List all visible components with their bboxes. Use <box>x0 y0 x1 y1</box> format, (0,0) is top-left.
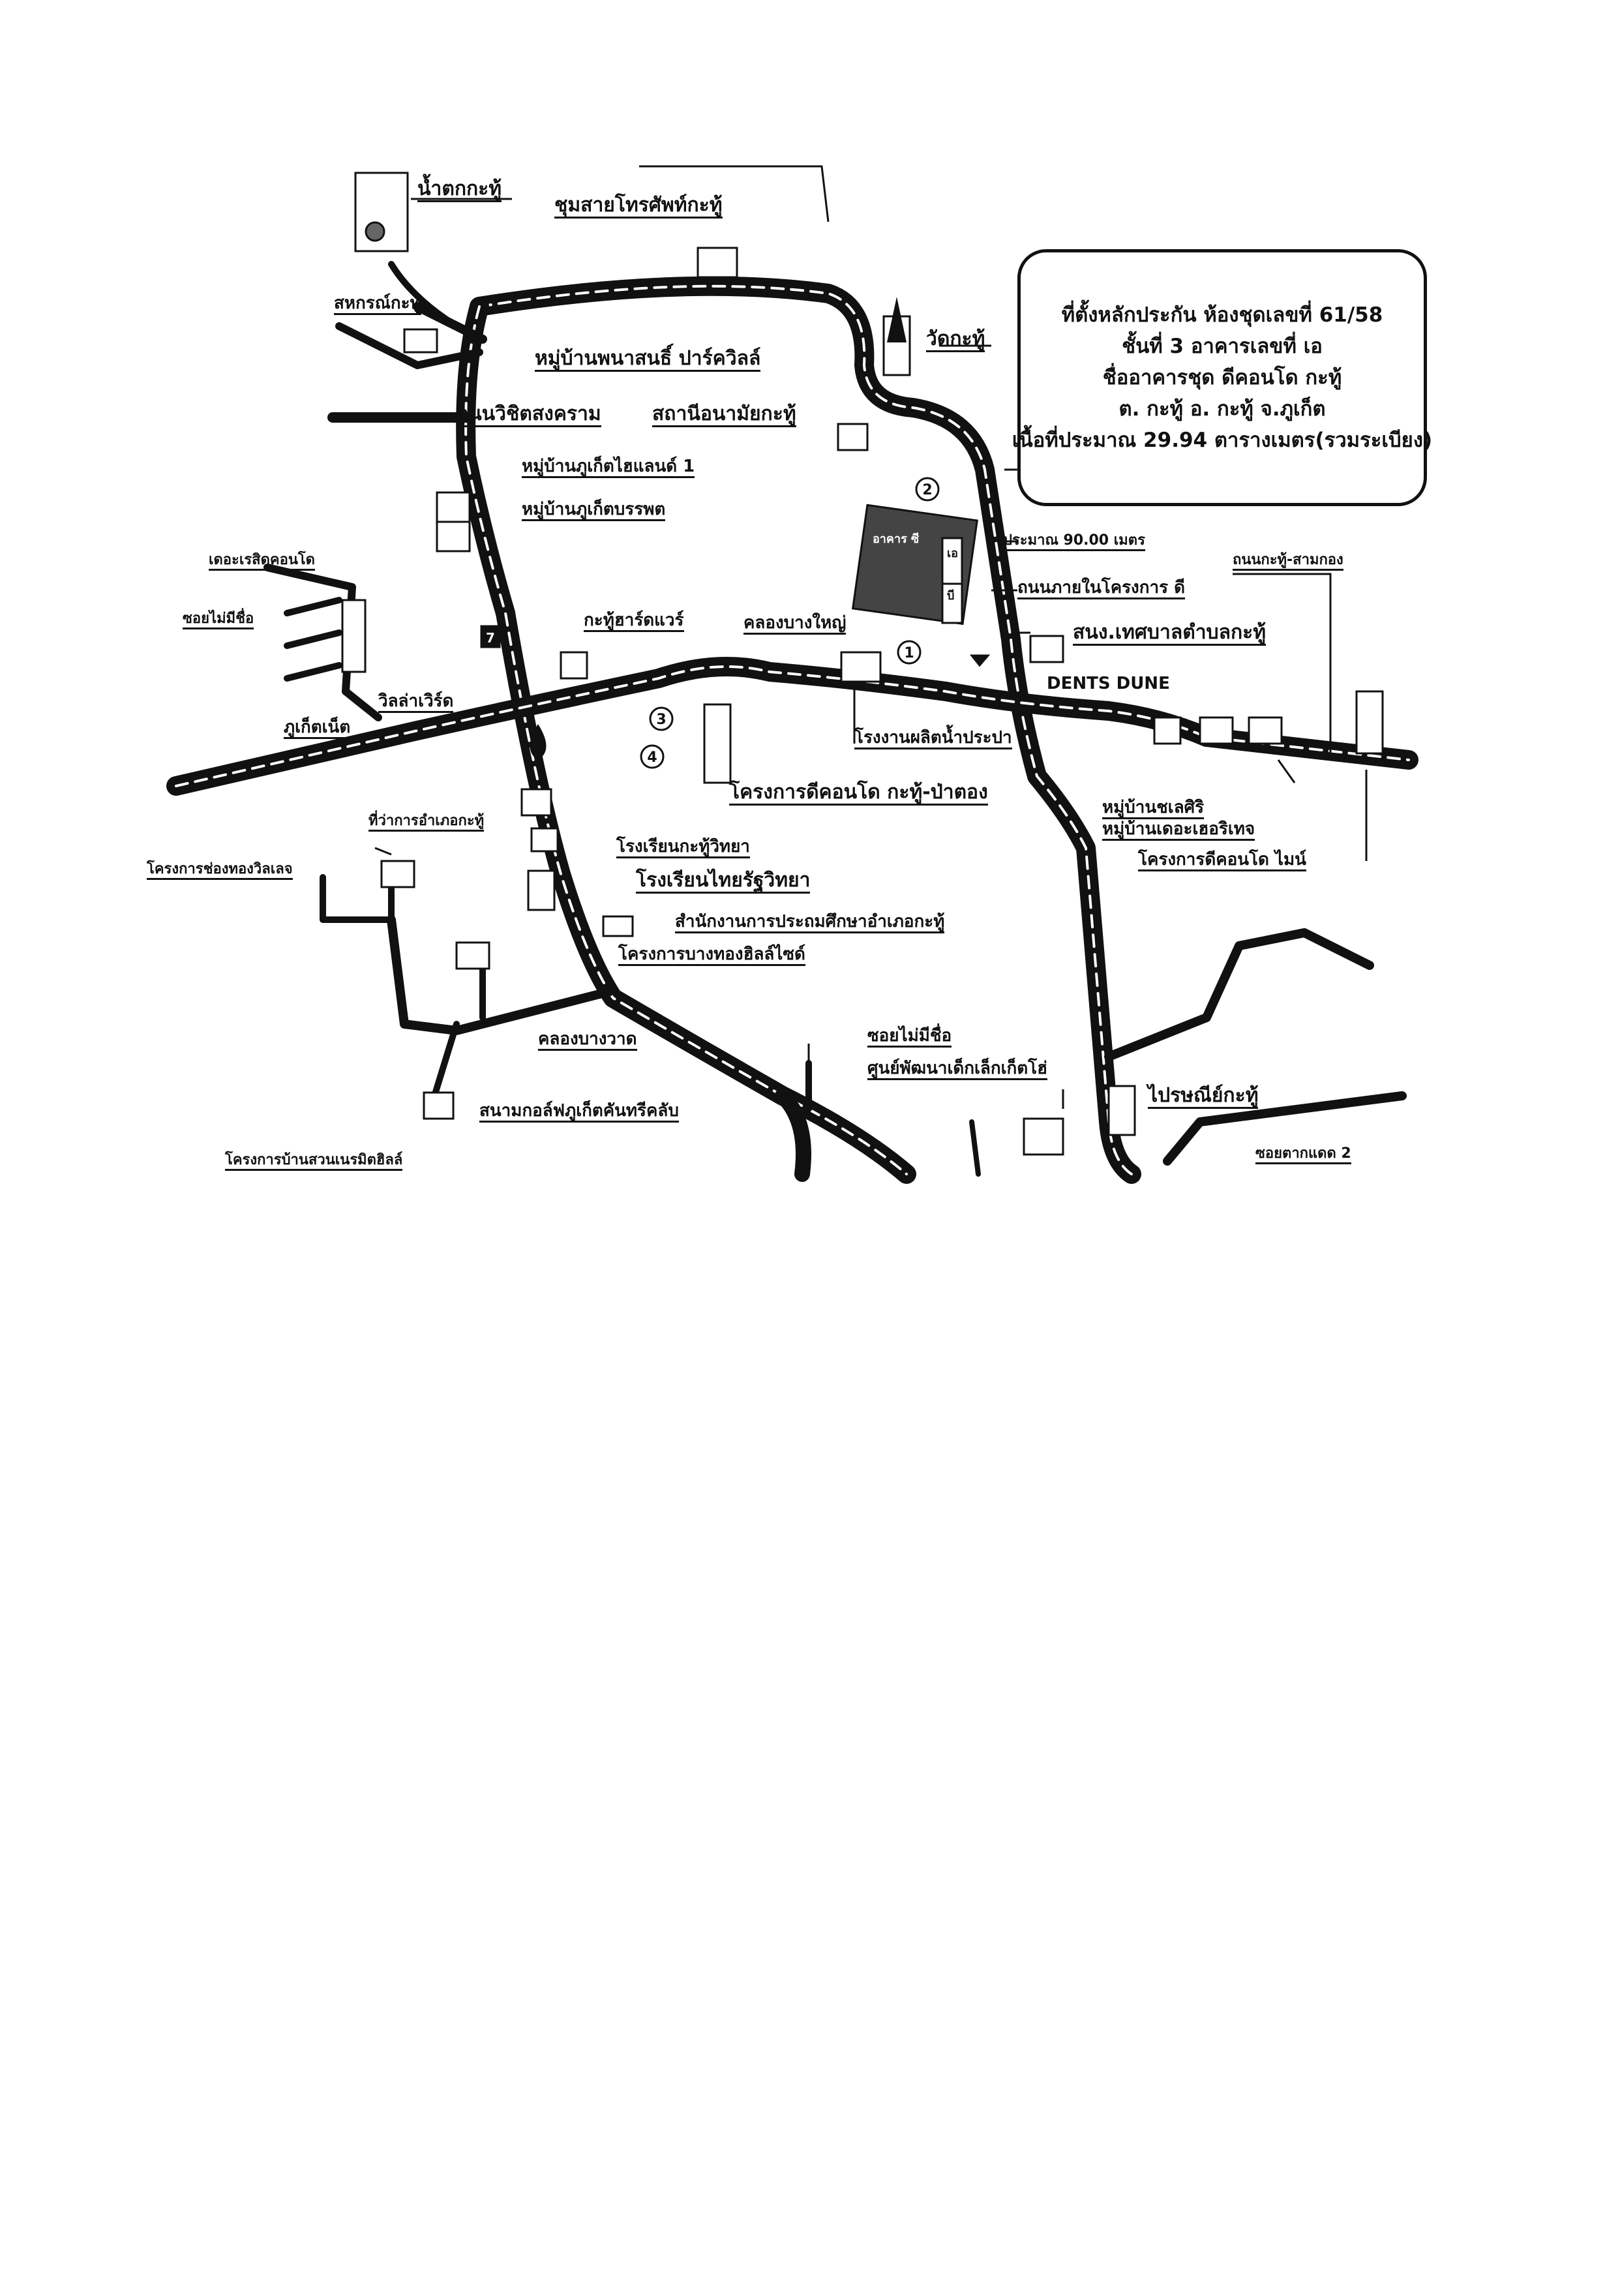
village-sign-icon-2 <box>436 521 471 552</box>
label-health-station: สถานีอนามัยกะทู้ <box>652 404 796 427</box>
seven-eleven-icon <box>480 625 501 648</box>
label-phuketbanpot-village: หมู่บ้านภูเก็ตบรรพต <box>522 501 666 521</box>
marker-1-label: 1 <box>904 645 914 661</box>
label-phuketnet: ภูเก็ตเน็ต <box>284 719 351 739</box>
label-dcondo-kathu-patong: โครงการดีคอนโด กะทู้-ป่าตอง <box>729 783 988 806</box>
label-water-plant: โรงงานผลิตน้ำประปา <box>854 729 1012 749</box>
temple-spire-icon <box>887 297 907 342</box>
label-kathu-school: โรงเรียนกะทู้วิทยา <box>616 838 750 858</box>
telephone-exchange-icon <box>697 247 738 279</box>
label-villa-project: โครงการช่องทองวิลเลจ <box>147 862 293 880</box>
marker-2 <box>915 477 940 502</box>
hillside-house-icon <box>455 941 490 970</box>
label-edu-office: สำนักงานการประถมศึกษาอำเภอกะทู้ <box>675 913 945 933</box>
label-kathu-hardware: กะทู้ฮาร์ดแวร์ <box>584 612 684 632</box>
label-khlong-bang-yai: คลองบางใหญ่ <box>743 614 847 635</box>
dcondo-mine-tower-icon <box>1355 690 1384 755</box>
village-house-icon-2 <box>1248 716 1283 745</box>
marker-4 <box>640 744 665 769</box>
marker-1 <box>897 640 922 665</box>
health-station-icon <box>837 423 869 451</box>
marker-3 <box>649 706 674 731</box>
label-building-b: บี <box>947 589 955 603</box>
info-line-5: เนื้อที่ประมาณ 29.94 ตารางเมตร(รวมระเบีย… <box>1012 429 1433 453</box>
label-telephone-exchange: ชุมสายโทรศัพท์กะทู้ <box>554 196 723 219</box>
label-khlong-bang-wad: คลองบางวาด <box>538 1031 637 1051</box>
school-icon-2 <box>527 869 556 911</box>
label-internal-road: ถนนภายในโครงการ ดี <box>1017 579 1185 599</box>
project-arrow-icon <box>969 654 991 667</box>
marker-4-label: 4 <box>647 749 657 766</box>
label-residence-condo: เดอะเรสิดคอนโด <box>209 553 315 571</box>
label-dcondo-mine: โครงการดีคอนโด ไมน์ <box>1138 851 1306 871</box>
label-golf-club: สนามกอล์ฟภูเก็ตคันทรีคลับ <box>479 1102 679 1123</box>
seven-eleven-label: 7 <box>486 630 495 646</box>
label-namtok-kathu: น้ำตกกะทู้ <box>417 179 502 202</box>
info-line-1: ที่ตั้งหลักประกัน ห้องชุดเลขที่ 61/58 <box>1061 303 1383 327</box>
label-panason-village: หมู่บ้านพนาสนธิ์ ปาร์ควิลล์ <box>535 349 761 372</box>
label-unnamed-soi-2: ซอยไม่มีชื่อ <box>867 1027 952 1048</box>
label-thairat-school: โรงเรียนไทยรัฐวิทยา <box>636 871 811 894</box>
cooperative-icon <box>403 328 438 354</box>
label-district-office: ที่ว่าการอำเภอกะทู้ <box>368 814 485 832</box>
info-line-4: ต. กะทู้ อ. กะทู้ จ.ภูเก็ต <box>1118 397 1326 421</box>
project-building-b <box>941 582 963 624</box>
label-heritage-village: หมู่บ้านเดอะเฮอริเทจ <box>1102 821 1255 841</box>
hardware-house-icon <box>560 651 588 680</box>
label-bangthong-hillside: โครงการบางทองฮิลล์ไซด์ <box>618 946 805 966</box>
label-kathu-samkong-road: ถนนกะทู้-สามกอง <box>1233 553 1343 571</box>
label-ssiri-village: หมู่บ้านชเลศิริ <box>1102 799 1205 819</box>
water-plant-icon <box>840 651 882 683</box>
info-line-3: ชื่ออาคารชุด ดีคอนโด กะทู้ <box>1102 365 1342 389</box>
municipal-office-icon <box>1029 635 1064 663</box>
project-building-a <box>941 537 963 585</box>
village-house-icon <box>1199 716 1234 745</box>
info-line-2: ชั้นที่ 3 อาคารเลขที่ เอ <box>1122 334 1323 358</box>
district-office-icon <box>520 788 552 817</box>
child-center-icon <box>1023 1117 1064 1156</box>
label-wat-kathu: วัดกะทู้ <box>926 329 985 352</box>
label-building-code: อาคาร ซี <box>873 532 920 546</box>
waterfall-icon <box>354 172 409 252</box>
label-building-a: เอ <box>947 547 958 560</box>
label-child-center: ศูนย์พัฒนาเด็กเล็กเก็ตโฮ่ <box>867 1060 1047 1080</box>
label-unnamed-soi: ซอยไม่มีชื่อ <box>183 612 254 629</box>
label-post-office: ไปรษณีย์กะทู้ <box>1148 1086 1259 1109</box>
label-distance-note: ประมาณ 90.00 เมตร <box>1003 534 1145 551</box>
label-dents-dune: DENTS DUNE <box>1047 674 1170 693</box>
collateral-info-box: ที่ตั้งหลักประกัน ห้องชุดเลขที่ 61/58 ชั… <box>1012 249 1432 506</box>
residence-tower-icon <box>341 599 367 673</box>
golf-house-icon <box>423 1091 455 1120</box>
dents-house-icon <box>1153 716 1182 745</box>
label-wichit-road: ถนนวิชิตสงคราม <box>457 404 601 427</box>
edu-office-icon <box>602 915 634 937</box>
village-house-icon-3 <box>380 860 415 888</box>
label-soi-talad-2: ซอยตากแดด 2 <box>1255 1147 1351 1164</box>
dcondo-tower-icon <box>703 703 732 784</box>
label-ban-suan-project: โครงการบ้านสวนเนรมิตฮิลล์ <box>225 1153 403 1171</box>
marker-3-label: 3 <box>656 712 666 728</box>
school-icon <box>530 827 559 853</box>
label-cooperative: สหกรณ์กะทู้ <box>334 295 421 315</box>
label-highland-village: หมู่บ้านภูเก็ตไฮแลนด์ 1 <box>522 458 695 478</box>
fuel-drop-icon <box>530 724 547 760</box>
post-box-icon <box>1107 1085 1136 1136</box>
marker-2-label: 2 <box>922 482 932 498</box>
label-villa-world: วิลล่าเวิร์ด <box>378 693 454 713</box>
label-municipal-office: สนง.เทศบาลตำบลกะทู้ <box>1073 623 1267 646</box>
